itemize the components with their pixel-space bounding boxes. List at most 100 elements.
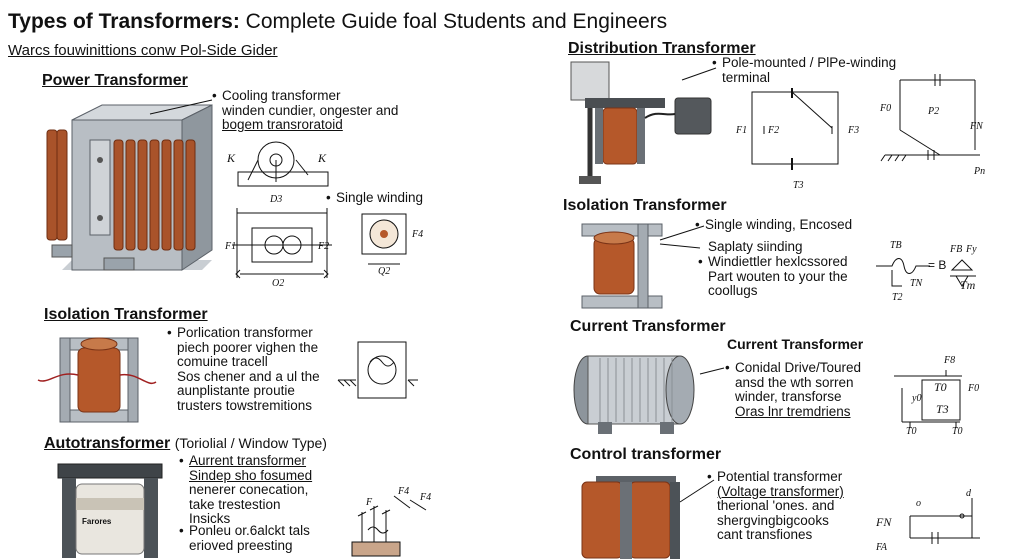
isolation-right-note-a: Single winding, Encosed <box>705 217 852 233</box>
power-note-leader <box>149 99 213 115</box>
isolation-left-note-line-2: piech poorer vighen the <box>177 339 319 355</box>
power-label-k-right: K <box>318 151 327 165</box>
distribution-label-fn: FN <box>970 121 983 132</box>
power-transformer-illustration <box>46 104 213 271</box>
single-winding-label-f4: F4 <box>412 229 424 240</box>
isolation-right-note-c-line-1: Windiettler hexlcssored <box>698 254 848 270</box>
power-single-winding-text: Single winding <box>336 190 423 205</box>
power-note: Cooling transformer winden cundier, onge… <box>212 88 399 133</box>
isolation-right-label-t2: T2 <box>892 292 903 303</box>
isolation-right-note-a-text: Single winding, Encosed <box>705 217 852 232</box>
isolation-right-label-fy: Fy <box>966 244 977 255</box>
current-label-y0: y0 <box>912 393 922 404</box>
distribution-label-f3: F3 <box>848 125 860 136</box>
page-title-rest: Complete Guide foal Students and Enginee… <box>239 10 668 33</box>
control-note-leader <box>679 479 715 503</box>
current-illustration <box>573 355 695 434</box>
distribution-note-leader <box>681 67 717 81</box>
auto-note-b-line-1: Ponleu or.6alckt tals <box>179 523 310 539</box>
control-label-fn: FN <box>876 515 892 529</box>
isolation-right-illustration <box>581 223 663 309</box>
auto-note-a-line-1: Aurrent transformer <box>179 453 312 469</box>
current-note-line-4: Oras lnr tremdriens <box>735 403 851 419</box>
isolation-right-note-c: Windiettler hexlcssored Part wouten to y… <box>698 254 848 299</box>
control-illustration <box>581 476 680 559</box>
power-label-o2: O2 <box>272 278 285 289</box>
control-note-line-3: therional 'ones. and <box>717 498 835 513</box>
distribution-heading: Distribution Transformer <box>568 40 756 57</box>
isolation-left-note: Porlication transformer piech poorer vig… <box>167 325 320 413</box>
power-label-d3: D3 <box>270 194 283 205</box>
current-label-f8: F8 <box>944 355 956 366</box>
current-label-t3: T3 <box>936 402 949 416</box>
distribution-label-p2: P2 <box>928 106 940 117</box>
power-note-line-2: winden cundier, ongester and <box>222 102 399 118</box>
control-note-line-4: shergvingbigcooks <box>717 512 829 528</box>
distribution-label-fo: F0 <box>880 103 892 114</box>
distribution-label-pn: Pn <box>974 166 986 177</box>
control-note: Potential transformer (Voltage transform… <box>707 469 844 543</box>
distribution-illustration <box>570 61 712 184</box>
current-note-line-1: Conidal Drive/Toured <box>725 360 861 376</box>
isolation-right-label-equals: = B <box>928 258 947 272</box>
isolation-right-note-c-line-3: coollugs <box>708 283 758 298</box>
auto-label-f-right: F4 <box>420 492 432 503</box>
auto-label-f-left: F <box>366 497 373 508</box>
distribution-note: Pole-mounted / PlPe-winding terminal <box>712 55 896 85</box>
current-label-fo: F0 <box>968 383 980 394</box>
control-note-line-1: Potential transformer <box>707 469 844 485</box>
current-heading-small: Current Transformer <box>727 336 864 352</box>
distribution-circuit <box>751 88 839 170</box>
power-note-line-1: Cooling transformer <box>212 88 398 104</box>
isolation-left-diagram <box>337 341 418 399</box>
distribution-note-line-2: terminal <box>722 69 771 85</box>
page-title-bold: Types of Transformers: <box>8 10 240 33</box>
single-winding-diagram <box>361 213 407 265</box>
current-note-line-3: winder, transforse <box>735 389 842 404</box>
auto-diagram <box>351 495 427 557</box>
power-diagram-winding <box>232 208 332 279</box>
isolation-right-heading: Isolation Transformer <box>563 197 727 214</box>
power-single-winding: Single winding <box>336 190 423 206</box>
auto-note-a-line-4: take trestestion <box>189 496 281 512</box>
isolation-left-note-line-6: trusters towstremitions <box>177 397 313 413</box>
page-subtitle: Warcs fouwinittions conw Pol-Side Gider <box>8 42 278 59</box>
auto-subheading: (Toriolial / Window Type) <box>174 435 327 451</box>
power-note-line-3: bogem transroratoid <box>222 117 343 132</box>
distribution-note-line-1: Pole-mounted / PlPe-winding <box>712 55 896 71</box>
isolation-right-diagram <box>876 258 976 287</box>
control-label-d: d <box>966 488 971 499</box>
page-title: Types of Transformers: Complete Guide fo… <box>8 10 667 34</box>
isolation-left-note-line-1: Porlication transformer <box>167 325 320 341</box>
single-winding-label-q2: Q2 <box>378 266 391 277</box>
current-heading: Current Transformer <box>570 318 726 335</box>
auto-label-f4: F4 <box>398 486 410 497</box>
isolation-left-heading: Isolation Transformer <box>44 306 208 323</box>
control-heading: Control transformer <box>570 446 722 463</box>
current-label-to-left: T0 <box>906 426 917 437</box>
control-note-line-2: (Voltage transformer) <box>717 483 844 499</box>
current-note-leader <box>699 367 725 375</box>
distribution-label-f1: F1 <box>736 125 748 136</box>
power-diagram-core <box>237 141 329 187</box>
auto-badge: Farores <box>82 517 112 526</box>
isolation-left-note-line-4: Sos chener and a ul the <box>177 368 320 384</box>
current-label-to-right: T0 <box>952 426 963 437</box>
isolation-right-label-tn: TN <box>910 278 923 289</box>
isolation-right-label-tb: TB <box>890 240 902 251</box>
current-note-line-2: ansd the wth sorren <box>735 374 854 390</box>
control-label-fa: FA <box>876 542 887 553</box>
current-circuit <box>894 370 962 428</box>
distribution-label-t3: T3 <box>793 180 804 191</box>
isolation-left-note-line-3: comuine tracell <box>177 354 268 369</box>
auto-heading: Autotransformer <box>44 435 171 452</box>
power-label-f2: F2 <box>318 241 330 252</box>
auto-illustration <box>57 463 163 558</box>
current-note: Conidal Drive/Toured ansd the wth sorren… <box>725 360 861 419</box>
current-label-t0: T0 <box>934 380 947 394</box>
auto-note-a-line-3: nenerer conecation, <box>189 482 309 497</box>
control-note-line-5: cant transfiones <box>717 527 813 542</box>
isolation-left-illustration <box>37 337 157 423</box>
isolation-right-label-tm: Tm <box>960 278 976 292</box>
isolation-right-note-c-line-2: Part wouten to your the <box>708 268 848 284</box>
